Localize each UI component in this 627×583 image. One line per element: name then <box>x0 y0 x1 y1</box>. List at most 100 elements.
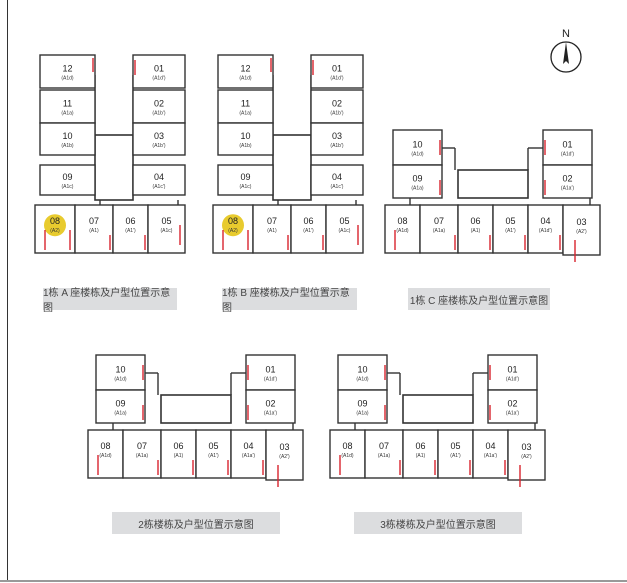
unit-number: 05 <box>161 216 171 226</box>
unit-10[interactable]: 10(A1b) <box>39 122 96 156</box>
unit-number: 03 <box>279 442 289 452</box>
unit-06[interactable]: 06(A1) <box>457 204 494 254</box>
unit-type: (A1a) <box>136 453 149 459</box>
unit-05[interactable]: 05(A1') <box>492 204 529 254</box>
unit-11[interactable]: 11(A1a) <box>217 89 274 124</box>
unit-12[interactable]: 12(A1d) <box>217 54 274 89</box>
unit-08[interactable]: 08(A1d) <box>87 429 124 479</box>
unit-05[interactable]: 05(A1') <box>437 429 474 479</box>
unit-type: (A1d) <box>61 76 74 82</box>
unit-09[interactable]: 09(A1a) <box>337 389 388 424</box>
unit-type: (A1b) <box>239 143 252 149</box>
unit-06[interactable]: 06(A1) <box>160 429 197 479</box>
unit-09[interactable]: 09(A1c) <box>217 164 274 196</box>
unit-number: 03 <box>154 131 164 141</box>
unit-number: 11 <box>241 99 250 109</box>
unit-07[interactable]: 07 (A1a) <box>419 204 459 254</box>
caption-building-1a: 1栋 A 座楼栋及户型位置示意图 <box>43 288 177 314</box>
unit-type: (A1') <box>450 453 461 459</box>
unit-type: (A1a) <box>433 228 446 234</box>
unit-01[interactable]: 01(A1d') <box>245 354 296 391</box>
unit-03[interactable]: 03(A2') <box>562 204 601 256</box>
unit-11[interactable]: 11(A1a) <box>39 89 96 124</box>
unit-number: 06 <box>303 216 313 226</box>
unit-10[interactable]: 10 (A1b) <box>217 122 274 156</box>
unit-03[interactable]: 03(A2') <box>507 429 546 481</box>
unit-number: 07 <box>434 216 444 226</box>
unit-05[interactable]: 05(A1c) <box>325 204 364 254</box>
unit-01[interactable]: 01(A1d') <box>487 354 538 391</box>
unit-number: 04 <box>485 441 495 451</box>
unit-12[interactable]: 12(A1d) <box>39 54 96 89</box>
unit-09[interactable]: 09 (A1a) <box>392 164 443 199</box>
unit-type: (A1d) <box>341 453 354 459</box>
unit-03[interactable]: 03(A1b') <box>310 122 364 156</box>
unit-04[interactable]: 04(A1a') <box>230 429 267 479</box>
unit-type: (A1c') <box>153 184 166 190</box>
unit-type: (A1d) <box>99 453 112 459</box>
unit-09[interactable]: 09(A1c) <box>39 164 96 196</box>
unit-07[interactable]: 07(A1) <box>74 204 114 254</box>
unit-10[interactable]: 10(A1d) <box>95 354 146 391</box>
unit-04[interactable]: 04 (A1c') <box>132 164 186 196</box>
unit-type: (A1') <box>303 228 314 234</box>
unit-05[interactable]: 05(A1c) <box>147 204 186 254</box>
unit-type: (A1) <box>471 228 481 234</box>
unit-type: (A1d') <box>330 76 344 82</box>
unit-number: 03 <box>332 131 342 141</box>
unit-type: (A1d') <box>152 76 166 82</box>
unit-08[interactable]: 08(A2) <box>212 204 254 254</box>
building-plan-1b: 12(A1d)11(A1a) 10 (A1b) 09(A1c) 01(A1d')02(A… <box>212 54 364 254</box>
unit-type: (A1d) <box>356 377 369 383</box>
unit-04[interactable]: 04(A1c') <box>310 164 364 196</box>
unit-number: 04 <box>154 172 164 182</box>
unit-06[interactable]: 06 (A1') <box>290 204 327 254</box>
unit-04[interactable]: 04(A1d') <box>527 204 564 254</box>
building-plan-3: 10(A1d)09(A1a)01(A1d')02(A1a')08(A1d)07(… <box>329 354 546 487</box>
unit-01[interactable]: 01(A1d') <box>542 129 593 166</box>
unit-03[interactable]: 03 (A2') <box>265 429 304 481</box>
unit-number: 08 <box>342 441 352 451</box>
unit-07[interactable]: 07 (A1a) <box>122 429 162 479</box>
unit-number: 10 <box>240 131 250 141</box>
page-border-bottom <box>0 580 627 582</box>
core-area <box>160 394 232 424</box>
unit-number: 09 <box>115 399 125 409</box>
unit-number: 06 <box>173 441 183 451</box>
unit-type: (A1d') <box>561 152 575 158</box>
unit-number: 10 <box>412 140 422 150</box>
unit-type: (A1a) <box>61 111 74 117</box>
unit-type: (A2') <box>279 454 290 460</box>
unit-07[interactable]: 07(A1) <box>252 204 292 254</box>
unit-type: (A1a) <box>411 186 424 192</box>
unit-06[interactable]: 06(A1) <box>402 429 439 479</box>
unit-02[interactable]: 02(A1a') <box>487 389 538 424</box>
unit-type: (A1c) <box>62 184 74 190</box>
unit-number: 07 <box>379 441 389 451</box>
unit-01[interactable]: 01(A1d') <box>310 54 364 89</box>
unit-02[interactable]: 02(A1b') <box>132 89 186 124</box>
unit-05[interactable]: 05(A1') <box>195 429 232 479</box>
unit-02[interactable]: 02(A1a') <box>542 164 593 199</box>
unit-10[interactable]: 10(A1d) <box>392 129 443 166</box>
unit-04[interactable]: 04(A1a') <box>472 429 509 479</box>
caption-building-3: 3栋楼栋及户型位置示意图 <box>354 512 522 534</box>
unit-number: 02 <box>154 99 164 109</box>
unit-02[interactable]: 02(A1a') <box>245 389 296 424</box>
unit-09[interactable]: 09(A1a) <box>95 389 146 424</box>
unit-number: 07 <box>137 441 147 451</box>
unit-type: (A1d) <box>114 377 127 383</box>
unit-number: 06 <box>125 216 135 226</box>
unit-number: 05 <box>339 216 349 226</box>
unit-number: 09 <box>412 174 422 184</box>
unit-08[interactable]: 08(A1d) <box>384 204 421 254</box>
unit-02[interactable]: 02(A1b') <box>310 89 364 124</box>
unit-08[interactable]: 08 (A1d) <box>329 429 366 479</box>
unit-06[interactable]: 06(A1') <box>112 204 149 254</box>
unit-10[interactable]: 10(A1d) <box>337 354 388 391</box>
unit-03[interactable]: 03(A1b') <box>132 122 186 156</box>
unit-01[interactable]: 01(A1d') <box>132 54 186 89</box>
unit-08[interactable]: 08(A2) <box>34 204 76 254</box>
unit-number: 04 <box>243 441 253 451</box>
unit-07[interactable]: 07(A1a) <box>364 429 404 479</box>
